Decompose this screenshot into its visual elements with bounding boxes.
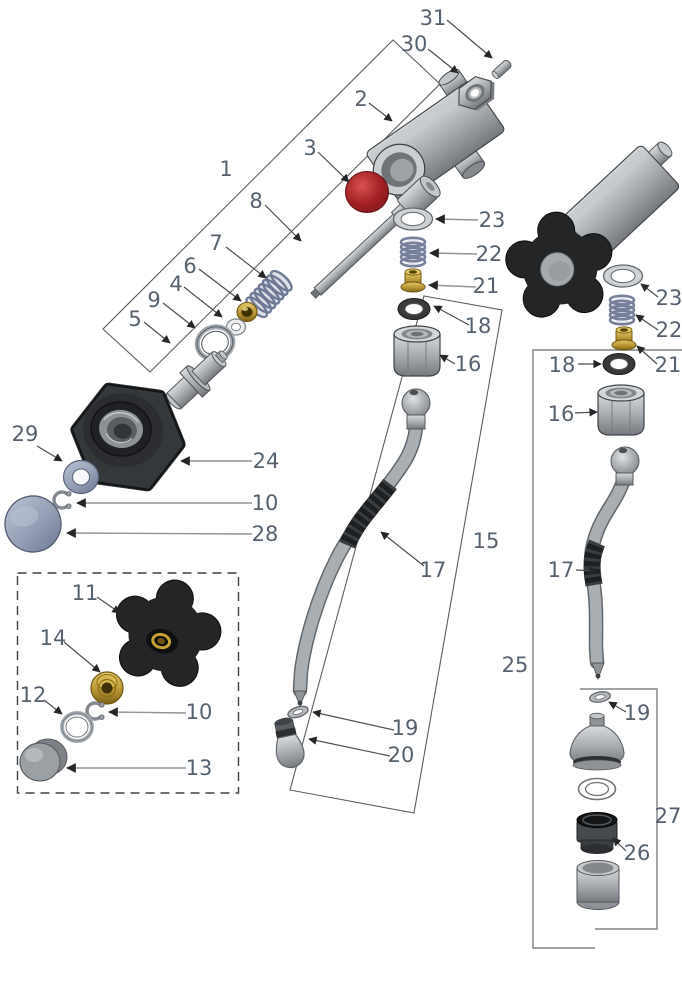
cap-disc-large xyxy=(4,495,62,553)
callout-29: 29 xyxy=(12,422,39,446)
gasket-white xyxy=(577,777,617,801)
washer-flat-right xyxy=(602,264,644,288)
o-ring-kit xyxy=(60,711,94,743)
valve-seal-red xyxy=(345,171,389,213)
callout-23: 23 xyxy=(479,208,506,232)
brass-gland-right xyxy=(611,326,637,351)
spring-small-right xyxy=(608,294,636,326)
callout-17: 17 xyxy=(420,558,447,582)
washer-blue xyxy=(62,459,100,495)
brass-insert xyxy=(90,671,124,705)
wand-nut-right xyxy=(597,384,645,436)
o-ring-dark-right xyxy=(602,353,636,375)
callout-21: 21 xyxy=(473,274,500,298)
set-screw-pin xyxy=(491,59,512,80)
callout-10: 10 xyxy=(252,491,279,515)
group-outline-boxes xyxy=(16,39,682,949)
wand-nut xyxy=(393,325,441,377)
callout-26: 26 xyxy=(624,841,651,865)
callout-19r: 19 xyxy=(624,701,651,725)
callout-8: 8 xyxy=(249,189,262,213)
valve-spindle xyxy=(165,350,228,410)
leader-lines xyxy=(36,19,659,852)
callout-12: 12 xyxy=(20,683,47,707)
callout-18: 18 xyxy=(465,314,492,338)
callout-28: 28 xyxy=(252,522,279,546)
callout-11: 11 xyxy=(72,581,99,605)
spring-small xyxy=(399,236,427,268)
group-box-27 xyxy=(580,688,658,930)
washer-flat xyxy=(392,207,434,231)
brass-bushing xyxy=(236,301,258,323)
callout-16r: 16 xyxy=(548,402,575,426)
callout-14: 14 xyxy=(40,626,67,650)
callout-labels: 31 30 2 3 1 8 7 6 4 9 5 23 22 21 18 16 2… xyxy=(12,6,682,865)
callout-4: 4 xyxy=(169,272,182,296)
callout-27: 27 xyxy=(655,804,682,828)
callout-23r: 23 xyxy=(656,286,682,310)
callout-31: 31 xyxy=(420,6,447,30)
callout-16: 16 xyxy=(455,352,482,376)
o-ring-dark xyxy=(397,298,431,320)
group-box-25 xyxy=(532,349,682,949)
packing-nut-knob xyxy=(70,382,186,492)
callout-18r: 18 xyxy=(549,353,576,377)
cap-disc-kit xyxy=(19,738,68,782)
frothing-tip xyxy=(274,717,305,769)
group-box-1 xyxy=(102,39,441,373)
callout-24: 24 xyxy=(253,449,280,473)
callout-6: 6 xyxy=(183,254,196,278)
callout-25: 25 xyxy=(502,653,529,677)
callout-3: 3 xyxy=(303,136,316,160)
callout-22r: 22 xyxy=(656,318,682,342)
callout-2: 2 xyxy=(354,87,367,111)
callout-7: 7 xyxy=(209,231,222,255)
callout-22: 22 xyxy=(476,242,503,266)
callout-15: 15 xyxy=(473,529,500,553)
coupling-cup xyxy=(576,812,618,854)
callout-19: 19 xyxy=(392,716,419,740)
group-box-knob-kit xyxy=(16,572,240,794)
steam-wand-right xyxy=(583,446,640,681)
callout-5: 5 xyxy=(128,307,141,331)
star-knob-assembled xyxy=(500,206,619,321)
hex-nut-small xyxy=(458,75,495,111)
brass-gland xyxy=(400,268,426,293)
steam-wand xyxy=(292,388,431,708)
tip-gasket xyxy=(285,703,311,721)
sleeve-cylinder xyxy=(576,860,620,910)
callout-9: 9 xyxy=(147,288,160,312)
callout-30: 30 xyxy=(401,32,428,56)
frothing-bell-nozzle xyxy=(569,712,625,771)
callout-10b: 10 xyxy=(186,700,213,724)
callout-13: 13 xyxy=(186,756,213,780)
callout-21r: 21 xyxy=(655,353,682,377)
callout-17r: 17 xyxy=(548,558,575,582)
tip-gasket-right xyxy=(588,689,612,705)
group-box-15 xyxy=(289,295,503,814)
star-knob-kit xyxy=(102,567,232,694)
callout-1: 1 xyxy=(219,157,232,181)
circlip-icon xyxy=(52,489,73,511)
spring-large xyxy=(245,269,293,319)
callout-20: 20 xyxy=(388,743,415,767)
